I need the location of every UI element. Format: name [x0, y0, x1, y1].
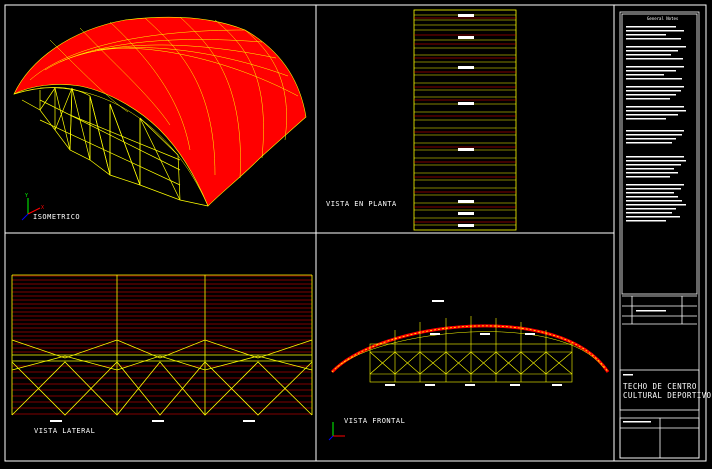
ucs-axes-icon: Y X [21, 193, 44, 221]
plan-red-lines [414, 17, 516, 223]
sheet-frame [4, 4, 707, 462]
svg-text:X: X [41, 205, 44, 211]
view-label-isometric: ISOMETRICO [33, 213, 81, 221]
view-label-frontal: VISTA FRONTAL [344, 417, 406, 425]
view-label-plan: VISTA EN PLANTA [326, 200, 397, 208]
plan-tags [458, 14, 474, 227]
view-label-lateral: VISTA LATERAL [34, 427, 96, 435]
lateral-view [11, 274, 313, 422]
isometric-view: Y X [13, 16, 307, 221]
project-title-line1: TECHO DE CENTRO [623, 382, 697, 391]
ucs-axes-icon-frontal [328, 422, 345, 441]
lateral-red-lines [12, 275, 312, 415]
frontal-tags [385, 300, 562, 386]
plan-view [413, 9, 517, 231]
notes-heading: General Notes [647, 16, 679, 21]
lateral-truss [11, 274, 313, 416]
truss-structure [13, 87, 209, 207]
lateral-dims [50, 420, 255, 422]
frontal-truss [369, 316, 573, 383]
general-notes-text [623, 26, 686, 423]
title-block [619, 11, 700, 459]
plan-purlins [414, 14, 516, 226]
roof-grid [29, 16, 299, 207]
svg-text:Y: Y [25, 193, 28, 199]
project-title-line2: CULTURAL DEPORTIVO [623, 391, 712, 400]
